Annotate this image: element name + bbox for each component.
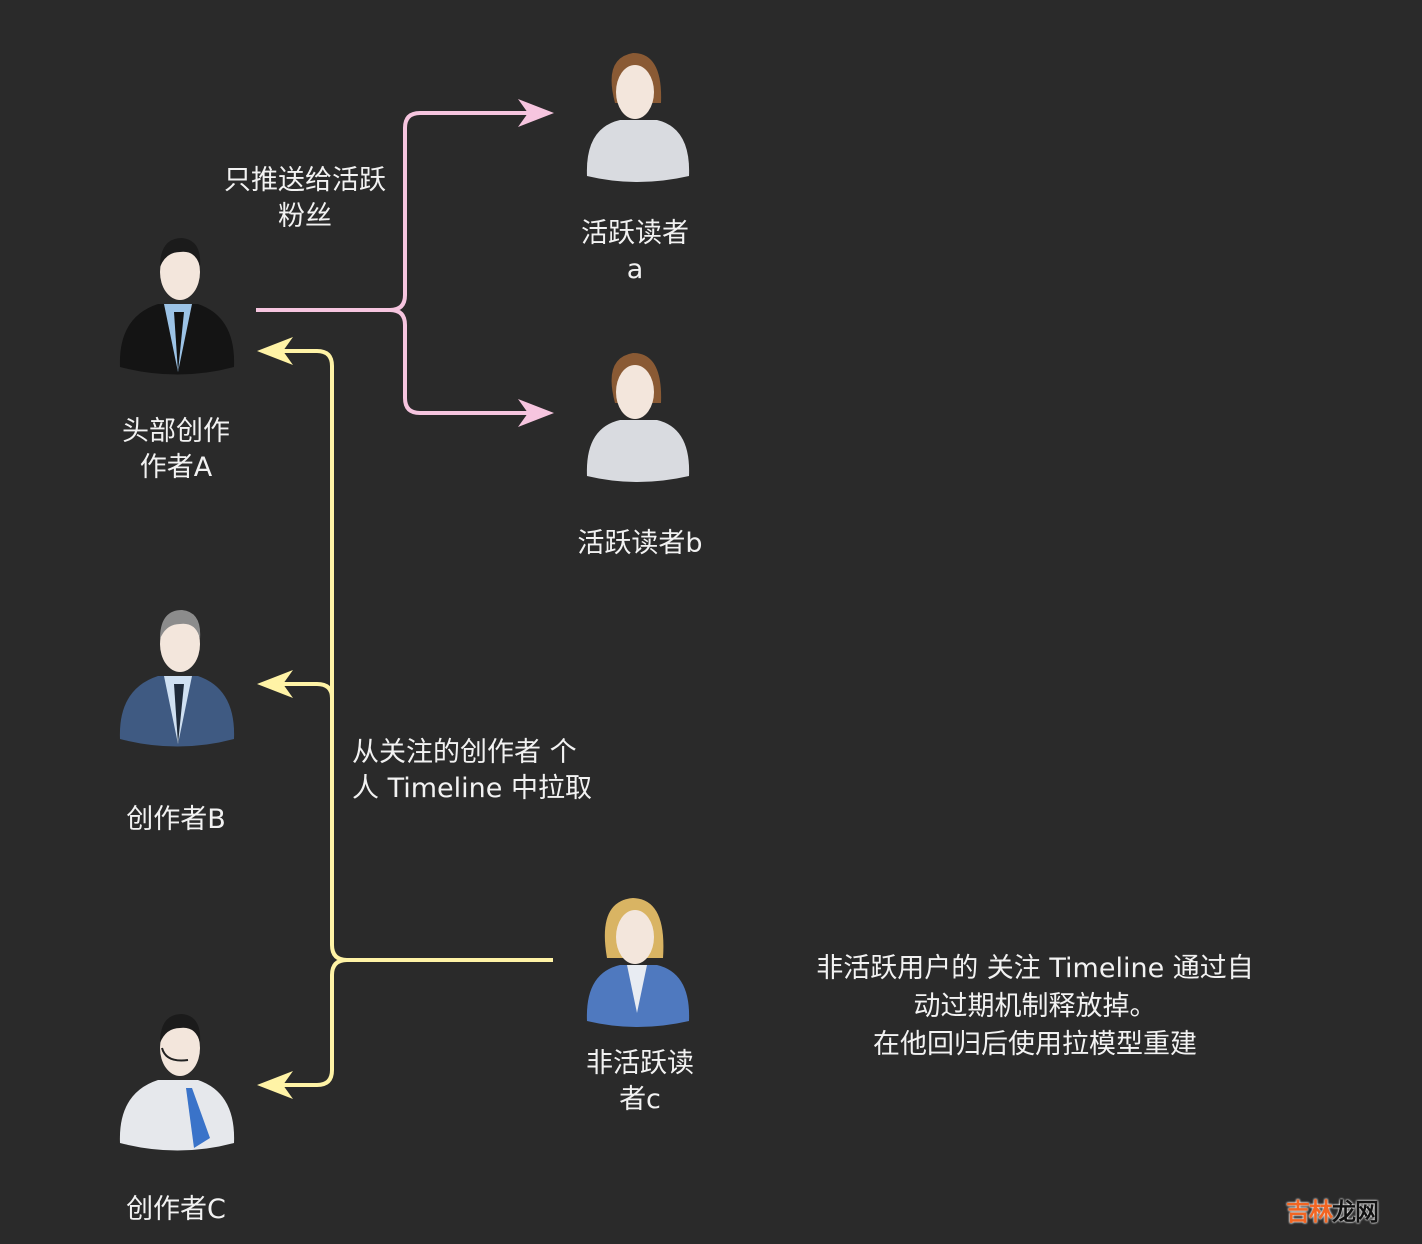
push-edge-to-reader-b [389,308,540,415]
inactive-user-note: 非活跃用户的 关注 Timeline 通过自 动过期机制释放掉。 在他回归后使用… [816,953,1254,1060]
watermark-part2: 龙网 [1332,1198,1379,1226]
reader-c-avatar[interactable] [585,893,693,1033]
arrowhead-creator-b [257,670,293,698]
arrowhead-creator-c [257,1071,293,1099]
reader-c-label: 非活跃读 者c [586,1048,694,1115]
watermark-part1: 吉林 [1286,1198,1333,1226]
arrowhead-reader-a [518,99,554,127]
creator-a-label: 头部创作 作者A [122,416,230,483]
creator-b-avatar[interactable] [118,604,238,759]
reader-a-label: 活跃读者 a [581,218,689,285]
creator-c-label: 创作者C [126,1194,226,1225]
pull-edge-label: 从关注的创作者 个 人 Timeline 中拉取 [352,737,592,804]
reader-a-avatar[interactable] [585,48,693,188]
push-edge-label: 只推送给活跃 粉丝 [224,165,386,232]
creator-c-avatar[interactable] [118,1008,238,1163]
creator-a-avatar[interactable] [118,232,238,387]
arrowhead-reader-b [518,399,554,427]
pull-edge-from-creator-b [272,682,334,699]
pull-edge-from-creator-c [272,958,348,1087]
creator-b-label: 创作者B [126,804,226,835]
reader-b-avatar[interactable] [585,348,693,488]
watermark-logo: 吉林龙网 [1286,1192,1379,1227]
arrowhead-creator-a [257,337,293,365]
pull-edge-from-creator-a [272,349,553,962]
reader-b-label: 活跃读者b [577,528,703,559]
